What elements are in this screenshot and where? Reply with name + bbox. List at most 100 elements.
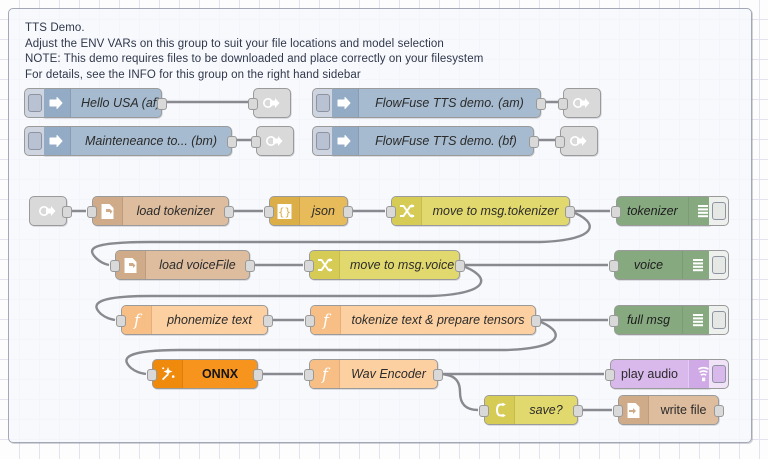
input-port[interactable]: [605, 369, 615, 381]
inject-arrow-icon: [41, 127, 71, 155]
link-out-icon: [257, 127, 293, 155]
input-port[interactable]: [304, 369, 314, 381]
output-port[interactable]: [263, 315, 273, 327]
input-port[interactable]: [555, 136, 565, 148]
link-out-node-3[interactable]: [558, 88, 601, 118]
svg-text:f: f: [133, 311, 143, 329]
inject-button-pad: [27, 132, 42, 150]
node-label: Mainteneance to... (bm): [84, 134, 217, 148]
output-port[interactable]: [62, 206, 72, 218]
link-out-node-4[interactable]: [555, 126, 598, 156]
file-out-node-write-file[interactable]: write file: [613, 395, 724, 425]
node-label: Hello USA (af): [81, 96, 161, 110]
output-port[interactable]: [536, 98, 546, 110]
output-port[interactable]: [714, 405, 724, 417]
node-label: load voiceFile: [159, 258, 236, 272]
node-label: write file: [660, 403, 707, 417]
input-port[interactable]: [611, 206, 621, 218]
output-port[interactable]: [433, 369, 443, 381]
output-port[interactable]: [573, 405, 583, 417]
inject-node-bf[interactable]: FlowFuse TTS demo. (bf): [312, 126, 539, 156]
inject-node-am[interactable]: FlowFuse TTS demo. (am): [312, 88, 546, 118]
link-in-node-1[interactable]: [29, 196, 72, 226]
input-port[interactable]: [248, 98, 258, 110]
output-port[interactable]: [157, 98, 167, 110]
node-label: full msg: [626, 313, 671, 327]
link-out-node-2[interactable]: [251, 126, 294, 156]
inject-node-maintenance[interactable]: Mainteneance to... (bm): [24, 126, 237, 156]
inject-arrow-icon: [329, 89, 359, 117]
output-port[interactable]: [245, 260, 255, 272]
function-f-icon: f: [122, 306, 152, 334]
debug-toggle-pad: [711, 202, 726, 220]
audio-play-toggle[interactable]: [709, 359, 729, 389]
debug-enable-toggle[interactable]: [709, 305, 729, 335]
file-in-node-load-tokenizer[interactable]: load tokenizer: [87, 196, 234, 226]
output-port[interactable]: [531, 315, 541, 327]
node-label: move to msg.tokenizer: [432, 204, 559, 218]
debug-node-full-msg[interactable]: full msg: [609, 305, 729, 335]
inject-button-pad: [315, 132, 330, 150]
input-port[interactable]: [613, 405, 623, 417]
input-port[interactable]: [264, 206, 274, 218]
node-label: FlowFuse TTS demo. (am): [375, 96, 524, 110]
debug-lines-icon: [682, 251, 712, 279]
onnx-node[interactable]: ONNX: [147, 359, 263, 389]
debug-toggle-pad: [711, 311, 726, 329]
input-port[interactable]: [147, 369, 157, 381]
function-node-phonemize-text[interactable]: f phonemize text: [116, 305, 273, 335]
node-label: save?: [529, 403, 563, 417]
debug-enable-toggle[interactable]: [709, 250, 729, 280]
switch-node-save[interactable]: save?: [479, 395, 583, 425]
audio-toggle-pad: [711, 365, 726, 383]
audio-out-node-play-audio[interactable]: play audio: [605, 359, 729, 389]
output-port[interactable]: [253, 369, 263, 381]
output-port[interactable]: [529, 136, 539, 148]
input-port[interactable]: [558, 98, 568, 110]
inject-trigger-button[interactable]: [24, 88, 44, 118]
group-description-text: TTS Demo. Adjust the ENV VARs on this gr…: [25, 22, 484, 81]
node-label: tokenizer: [627, 204, 678, 218]
input-port[interactable]: [609, 260, 619, 272]
output-port[interactable]: [455, 260, 465, 272]
svg-text:f: f: [321, 365, 331, 383]
change-node-move-to-msg-voice[interactable]: move to msg.voice: [304, 250, 465, 280]
function-node-wav-encoder[interactable]: f Wav Encoder: [304, 359, 443, 389]
output-port[interactable]: [224, 206, 234, 218]
input-port[interactable]: [116, 315, 126, 327]
input-port[interactable]: [304, 260, 314, 272]
inject-trigger-button[interactable]: [24, 126, 44, 156]
inject-trigger-button[interactable]: [312, 126, 332, 156]
inject-trigger-button[interactable]: [312, 88, 332, 118]
link-out-node-1[interactable]: [248, 88, 291, 118]
input-port[interactable]: [305, 315, 315, 327]
node-label: play audio: [621, 367, 678, 381]
output-port[interactable]: [227, 136, 237, 148]
file-save-icon: [619, 396, 649, 424]
debug-enable-toggle[interactable]: [709, 196, 729, 226]
input-port[interactable]: [609, 315, 619, 327]
output-port[interactable]: [343, 206, 353, 218]
magic-wand-icon: [153, 360, 183, 388]
node-label: json: [312, 204, 335, 218]
debug-node-voice[interactable]: voice: [609, 250, 729, 280]
json-node[interactable]: {} json: [264, 196, 353, 226]
input-port[interactable]: [251, 136, 261, 148]
input-port[interactable]: [386, 206, 396, 218]
input-port[interactable]: [87, 206, 97, 218]
file-icon: [116, 251, 146, 279]
node-label: FlowFuse TTS demo. (bf): [375, 134, 517, 148]
debug-node-tokenizer[interactable]: tokenizer: [611, 196, 729, 226]
input-port[interactable]: [110, 260, 120, 272]
inject-button-pad: [27, 94, 42, 112]
file-in-node-load-voicefile[interactable]: load voiceFile: [110, 250, 255, 280]
input-port[interactable]: [479, 405, 489, 417]
inject-arrow-icon: [41, 89, 71, 117]
inject-node-hello-usa[interactable]: Hello USA (af): [24, 88, 167, 118]
output-port[interactable]: [565, 206, 575, 218]
change-node-move-to-msg-tokenizer[interactable]: move to msg.tokenizer: [386, 196, 575, 226]
braces-icon: {}: [270, 197, 300, 225]
function-node-tokenize-tensors[interactable]: f tokenize text & prepare tensors: [305, 305, 541, 335]
node-label: Wav Encoder: [351, 367, 426, 381]
